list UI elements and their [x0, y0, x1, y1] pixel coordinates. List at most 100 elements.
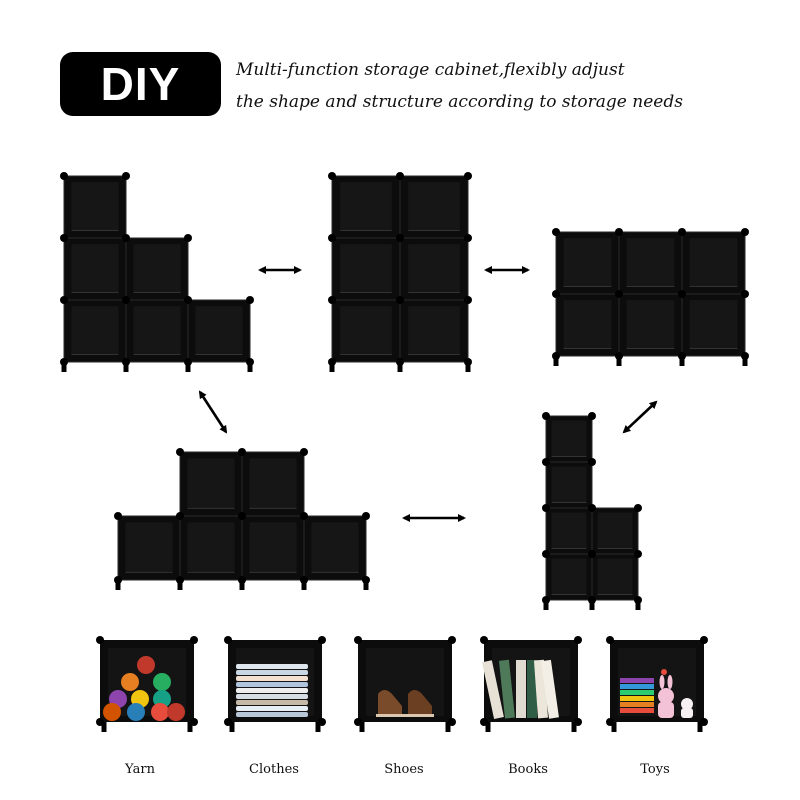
cabinet-foot	[697, 722, 703, 732]
connector-node	[396, 296, 404, 304]
use-cube-shoes	[354, 636, 456, 732]
cabinet-foot	[397, 362, 403, 372]
storage-cube	[179, 451, 243, 517]
cabinet-foot	[115, 580, 121, 590]
cabinet-foot	[616, 356, 622, 366]
connector-node	[615, 228, 623, 236]
use-label-clothes: Clothes	[249, 762, 299, 777]
cabinet-foot	[635, 600, 641, 610]
cabinet-foot	[611, 722, 617, 732]
connector-node	[122, 296, 130, 304]
connector-node	[300, 512, 308, 520]
cabinet-foot	[589, 600, 595, 610]
tagline-line-1: Multi-function storage cabinet,flexibly …	[236, 60, 625, 80]
connector-node	[542, 412, 550, 420]
config-tower	[542, 412, 642, 610]
use-label-books: Books	[508, 762, 548, 777]
storage-cube	[545, 415, 593, 463]
config-2x3	[328, 172, 472, 372]
storage-cube	[331, 175, 401, 239]
connector-node	[542, 458, 550, 466]
connector-node	[60, 234, 68, 242]
cabinet-foot	[185, 362, 191, 372]
swap-arrow-3	[198, 390, 228, 434]
storage-cube	[303, 515, 367, 581]
connector-node	[238, 512, 246, 520]
cabinet-foot	[553, 356, 559, 366]
storage-cube	[591, 507, 639, 555]
connector-node	[396, 234, 404, 242]
cabinet-foot	[363, 580, 369, 590]
cabinet-foot	[247, 362, 253, 372]
connector-node	[552, 228, 560, 236]
cabinet-foot	[329, 362, 335, 372]
connector-node	[588, 550, 596, 558]
diy-badge: DIY	[60, 52, 221, 116]
connector-node	[328, 234, 336, 242]
cabinet-foot	[123, 362, 129, 372]
connector-node	[634, 504, 642, 512]
cabinet-foot	[543, 600, 549, 610]
connector-node	[542, 550, 550, 558]
connector-node	[634, 550, 642, 558]
books	[482, 659, 559, 720]
storage-cube	[63, 175, 127, 239]
storage-cube	[591, 553, 639, 601]
storage-cube	[681, 231, 746, 295]
connector-node	[328, 296, 336, 304]
cabinet-foot	[465, 362, 471, 372]
connector-node	[300, 448, 308, 456]
storage-cube	[331, 237, 401, 301]
diy-badge-text: DIY	[100, 58, 181, 110]
storage-cube	[545, 553, 593, 601]
connector-node	[464, 234, 472, 242]
connector-node	[588, 458, 596, 466]
storage-cube	[179, 515, 243, 581]
connector-node	[176, 512, 184, 520]
storage-cube	[125, 299, 189, 363]
storage-cube	[187, 299, 251, 363]
cabinet-foot	[742, 356, 748, 366]
cabinet-foot	[485, 722, 491, 732]
connector-node	[246, 296, 254, 304]
connector-node	[60, 296, 68, 304]
connector-node	[615, 290, 623, 298]
pair-of-shoes	[376, 690, 434, 717]
storage-cube	[545, 507, 593, 555]
cabinet-foot	[61, 362, 67, 372]
connector-node	[678, 290, 686, 298]
connector-node	[176, 448, 184, 456]
cabinet-foot	[177, 580, 183, 590]
connector-node	[741, 228, 749, 236]
connector-node	[542, 504, 550, 512]
cabinet-foot	[187, 722, 193, 732]
connector-node	[122, 234, 130, 242]
connector-node	[464, 172, 472, 180]
config-3x2	[552, 228, 749, 366]
storage-cube	[331, 299, 401, 363]
cabinet-foot	[679, 356, 685, 366]
storage-cube	[618, 293, 683, 357]
storage-cube	[555, 231, 620, 295]
connector-node	[588, 412, 596, 420]
connector-node	[238, 448, 246, 456]
yarn-balls	[103, 656, 185, 721]
connector-node	[588, 504, 596, 512]
storage-cube	[63, 237, 127, 301]
connector-node	[464, 296, 472, 304]
cabinet-foot	[315, 722, 321, 732]
cabinet-foot	[101, 722, 107, 732]
storage-cube	[555, 293, 620, 357]
storage-cube	[399, 237, 469, 301]
storage-cube	[399, 175, 469, 239]
storage-cube	[117, 515, 181, 581]
cabinet-foot	[571, 722, 577, 732]
use-label-yarn: Yarn	[125, 762, 155, 777]
use-label-toys: Toys	[640, 762, 670, 777]
storage-cube	[241, 515, 305, 581]
cabinet-foot	[301, 580, 307, 590]
connector-node	[396, 172, 404, 180]
connector-node	[328, 172, 336, 180]
connector-node	[184, 234, 192, 242]
